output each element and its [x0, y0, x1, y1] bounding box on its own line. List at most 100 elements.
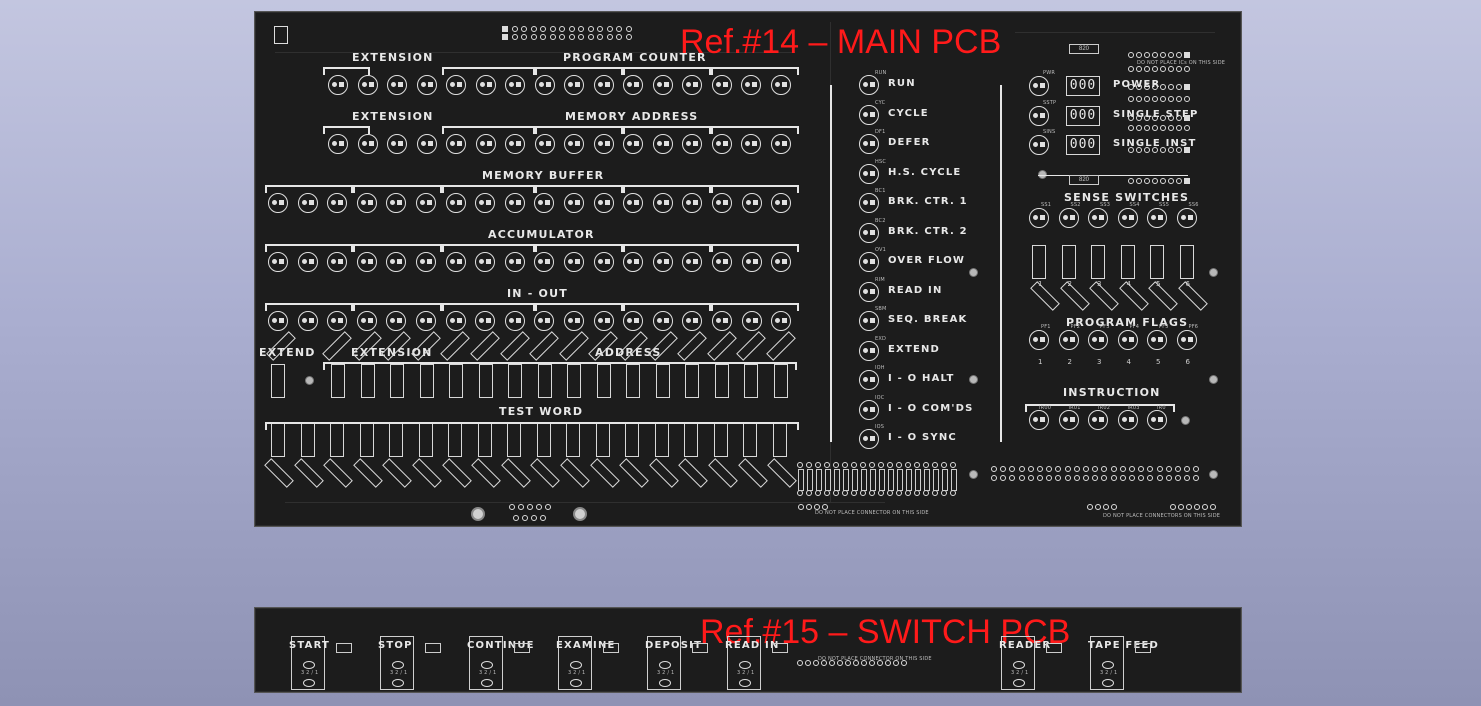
switch-contact — [1102, 679, 1114, 687]
program-flag-number: 4 — [1126, 358, 1132, 366]
resistor — [470, 331, 500, 361]
connector-pad — [597, 26, 603, 32]
register-lamp — [534, 311, 555, 331]
resistor — [706, 331, 737, 361]
connector-pad — [805, 660, 811, 666]
toggle-switch — [360, 364, 375, 398]
sense-switch-number: 3 — [1097, 280, 1102, 288]
connector-pad — [1176, 146, 1182, 153]
switch-contact — [481, 679, 493, 687]
row-bracket — [265, 244, 353, 252]
switch-contact — [1102, 661, 1114, 669]
status-lamp-ref: IOS — [875, 424, 885, 430]
status-lamp-ref: EXD — [875, 335, 887, 342]
status-lamp-label: I - O COM'DS — [888, 402, 974, 414]
register-lamp — [445, 252, 466, 272]
register-lamp — [712, 193, 732, 213]
operator-switch: 3 2 / 1 — [1090, 636, 1124, 690]
row-bracket — [353, 303, 442, 311]
resistor — [736, 331, 767, 361]
connector-pad — [502, 26, 508, 32]
instruction-ref: IR00 — [1039, 405, 1052, 411]
register-lamp — [445, 311, 466, 331]
register-lamp — [682, 311, 703, 331]
row-bracket — [535, 185, 623, 193]
main-pcb: Ref.#14 – MAIN PCB EXTENSION PROGRAM COU… — [254, 11, 1242, 527]
connector-pad — [1138, 475, 1145, 481]
connector-pad — [1160, 83, 1166, 90]
status-lamp — [859, 281, 879, 302]
register-lamp — [505, 75, 525, 95]
mounting-hole — [969, 470, 978, 479]
toggle-switch — [271, 364, 285, 398]
status-lamp — [859, 429, 879, 449]
resistor — [560, 458, 590, 488]
register-lamp — [327, 193, 348, 213]
connector-pad — [887, 462, 893, 468]
row-bracket — [535, 67, 623, 75]
switch-contact — [570, 661, 582, 669]
resistor — [471, 458, 502, 488]
connector-pad — [1136, 83, 1142, 90]
connector-pad — [1092, 466, 1099, 472]
connector-pad — [1037, 466, 1043, 472]
status-lamp — [859, 134, 879, 154]
connector-pad — [521, 34, 527, 40]
connector-pad — [1152, 95, 1158, 102]
connector-pad — [531, 515, 537, 521]
connector-pad — [545, 504, 551, 510]
connector-pad — [861, 660, 867, 666]
connector-pad — [1136, 95, 1142, 102]
toggle-switch — [331, 364, 345, 398]
status-lamp-ref: HSC — [875, 158, 887, 165]
register-lamp — [741, 134, 761, 154]
connector-pad — [1128, 83, 1134, 90]
toggle-switch — [744, 364, 758, 398]
connector-pad — [1193, 475, 1200, 481]
register-lamp — [416, 193, 436, 213]
connector-pad — [1152, 146, 1158, 153]
connector-pad — [616, 34, 622, 40]
connector-pad — [1046, 475, 1053, 481]
connector-pin — [906, 469, 912, 491]
connector-pad — [1136, 178, 1142, 184]
status-lamp-ref: RIM — [875, 276, 885, 283]
register-lamp — [416, 134, 437, 154]
connector-pad — [540, 34, 546, 40]
mounting-hole — [305, 376, 314, 385]
connector-pad — [1119, 475, 1126, 481]
sense-switch-lamp — [1029, 208, 1049, 228]
connector-pad — [1184, 115, 1190, 121]
resistor — [530, 458, 561, 488]
status-lamp — [859, 75, 879, 95]
power-panel-lamp — [1029, 105, 1049, 126]
resistor — [293, 458, 324, 488]
switch-part-label: 3 2 / 1 — [737, 670, 755, 676]
connector-pad — [1175, 466, 1181, 472]
row-bracket — [353, 185, 442, 193]
resistor — [603, 643, 619, 653]
toggle-switch — [478, 364, 493, 398]
register-lamp — [652, 311, 673, 331]
sense-switch-lamp — [1147, 208, 1167, 228]
program-flag-number: 2 — [1067, 358, 1073, 366]
connector-pin — [951, 469, 957, 491]
switch-contact — [570, 679, 582, 687]
resistor — [708, 458, 738, 488]
connector-pad — [1136, 52, 1142, 58]
connector-pad — [1128, 125, 1134, 131]
row-bracket — [623, 303, 711, 311]
operator-switch-label: STOP — [378, 640, 413, 651]
row-bracket — [265, 422, 799, 430]
program-flag-lamp — [1058, 330, 1079, 350]
switch-part-label: 3 2 / 1 — [301, 670, 319, 676]
connector-pad — [1176, 95, 1182, 102]
status-lamp-label: OVER FLOW — [888, 255, 966, 266]
register-lamp — [534, 193, 555, 213]
switch-contact — [739, 679, 751, 687]
connector-pad — [587, 34, 594, 40]
register-lamp — [564, 75, 584, 95]
connector-pad — [815, 462, 821, 468]
connector-pad — [1083, 475, 1089, 481]
connector-pad — [991, 475, 997, 481]
